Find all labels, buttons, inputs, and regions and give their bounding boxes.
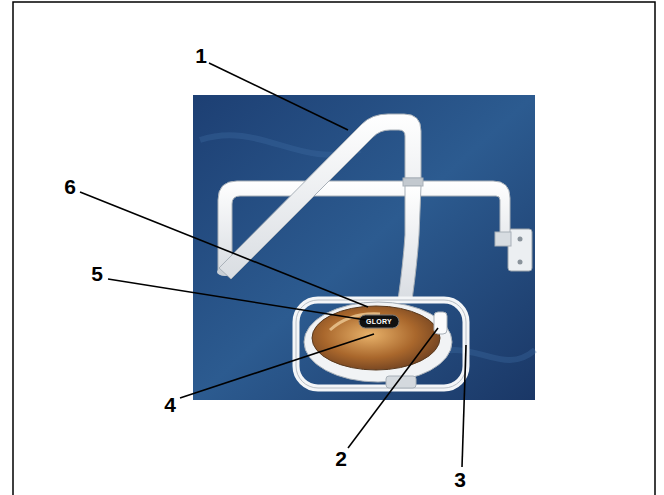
swivel-joint [403, 178, 423, 186]
callout-number: 2 [335, 448, 347, 469]
callout-number: 6 [64, 176, 76, 197]
callout-number: 1 [195, 45, 207, 66]
leader-line [209, 63, 348, 130]
logo-badge [359, 315, 399, 328]
leader-line [180, 334, 374, 398]
wall-bracket [508, 229, 532, 271]
leader-line [462, 345, 466, 467]
leader-line [80, 192, 368, 307]
diagonal-arm [219, 114, 421, 279]
callout-number: 4 [164, 394, 176, 415]
bracket-screw [518, 237, 523, 242]
callout-number: 5 [91, 263, 103, 284]
lamp-fork [398, 186, 421, 300]
callout-number: 3 [454, 469, 466, 490]
bracket-screw [518, 260, 523, 265]
frame-border [13, 2, 655, 495]
reflector [312, 306, 440, 370]
brand-logo-text: GLORY [366, 318, 392, 325]
leader-line [348, 328, 438, 448]
arm-joint [495, 232, 511, 246]
leader-line [108, 279, 366, 320]
leader-lines [80, 63, 466, 467]
photo-background [193, 95, 535, 400]
